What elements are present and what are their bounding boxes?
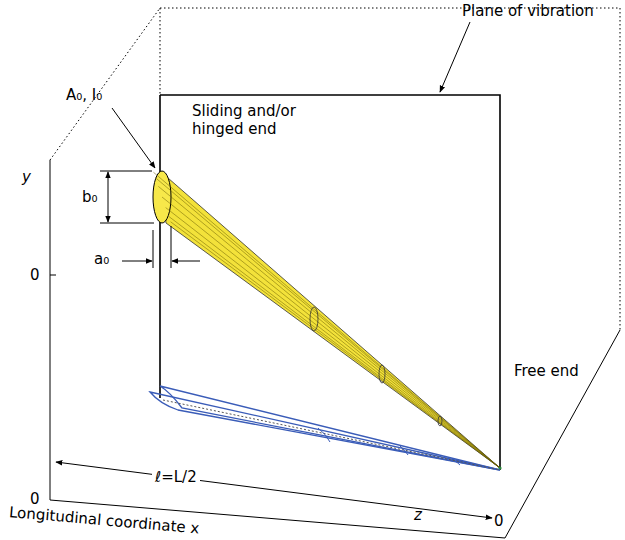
box-edge	[160, 8, 161, 95]
beam-surface-line	[171, 222, 500, 468]
projection-centerline	[163, 400, 500, 470]
dimension-label: b₀	[82, 188, 98, 206]
beam-surface-line	[158, 186, 500, 468]
tick-label: 0	[30, 266, 40, 284]
beam-surface-line	[166, 208, 500, 468]
extension-line	[153, 230, 154, 268]
extension-line	[171, 226, 172, 268]
extension-line	[100, 171, 152, 172]
floor-projection	[150, 392, 500, 470]
beam-section	[438, 416, 442, 426]
vibration-plane	[160, 95, 500, 470]
projection-segment	[318, 428, 460, 465]
dimension-arrow	[122, 261, 152, 262]
y-axis	[50, 160, 51, 500]
section-label: A₀, I₀	[66, 86, 102, 104]
dimension-arrow	[56, 462, 492, 518]
leader-arrow	[440, 22, 470, 92]
beam-surface-line	[155, 178, 500, 468]
beam-tip	[498, 466, 501, 469]
beam-surface-line	[169, 216, 500, 468]
box-edge	[50, 8, 160, 160]
extension-line	[100, 223, 154, 224]
axis-title: Longitudinal coordinate x	[8, 503, 200, 538]
end-label: Sliding and/or hinged end	[192, 102, 304, 138]
beam-section	[310, 307, 318, 331]
dimension-arrow	[108, 172, 109, 222]
tick-label: 0	[494, 512, 504, 530]
box-edge	[620, 8, 621, 330]
dimension-label: a₀	[94, 250, 109, 268]
end-label: Free end	[514, 362, 579, 380]
beam-surface-line	[162, 197, 500, 468]
dimension-arrow	[172, 261, 200, 262]
tapered-beam	[160, 171, 500, 468]
axis-label: y	[22, 168, 31, 186]
beam-section	[379, 365, 385, 383]
z-axis	[505, 330, 620, 538]
beam-surface-lines	[153, 172, 500, 468]
plane-label: Plane of vibration	[462, 2, 594, 20]
leader-arrow	[112, 108, 155, 168]
dimension-label: ℓ=L/2	[152, 468, 200, 486]
axis-tick	[50, 275, 56, 276]
beam-surface-line	[153, 172, 500, 468]
axis-label: z	[414, 506, 422, 524]
